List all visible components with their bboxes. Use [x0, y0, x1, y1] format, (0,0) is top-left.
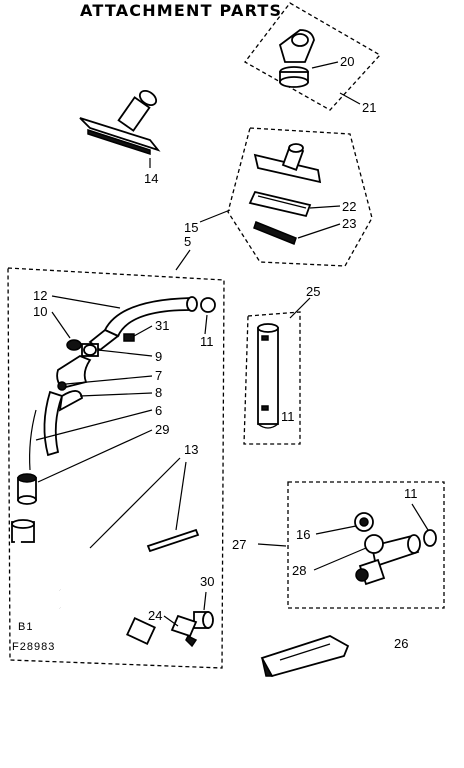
- callout-12: 12: [33, 288, 47, 303]
- part-29-cuff: [11, 519, 35, 543]
- part-7-latch: [57, 381, 67, 391]
- group-21-box: [244, 2, 382, 111]
- part-20-nozzle: [278, 29, 315, 88]
- drawing-code: F28983: [12, 641, 55, 653]
- callout-11b: 11: [281, 409, 295, 424]
- hose-front-line: [29, 409, 37, 471]
- part-13-crevice-tool: [146, 528, 200, 553]
- callout-11c: 11: [404, 486, 418, 501]
- part-10-button: [66, 339, 82, 351]
- part-13-hose: [14, 539, 156, 646]
- callout-20: 20: [340, 54, 354, 69]
- callout-8: 8: [155, 385, 162, 400]
- part-24-fitting: [170, 614, 198, 648]
- callout-28: 28: [292, 563, 306, 578]
- callout-22: 22: [342, 199, 356, 214]
- part-9-collar: [81, 343, 99, 357]
- part-16-valve-cap: [354, 512, 374, 532]
- part-12-curved-wand: [88, 296, 198, 352]
- callout-25: 25: [306, 284, 320, 299]
- group-15-box: [227, 127, 373, 267]
- group-25-box: [243, 311, 301, 445]
- part-22-bristle-pad: [248, 190, 312, 218]
- part-31-clip: [123, 333, 135, 342]
- callout-9: 9: [155, 349, 162, 364]
- part-11-ring-a: [200, 297, 216, 313]
- callout-29: 29: [155, 422, 169, 437]
- part-8-handle-grip: [43, 390, 83, 457]
- part-25-extension-wand: [257, 323, 279, 425]
- callout-23: 23: [342, 216, 356, 231]
- callout-16: 16: [296, 527, 310, 542]
- callout-15: 15: [184, 220, 198, 235]
- part-30-adapter: [193, 611, 214, 629]
- callout-26: 26: [394, 636, 408, 651]
- part-26-crevice-nozzle: [260, 635, 350, 678]
- part-6-coupling: [17, 473, 37, 505]
- callout-10: 10: [33, 304, 47, 319]
- callout-13: 13: [184, 442, 198, 457]
- callout-7: 7: [155, 368, 162, 383]
- callout-24: 24: [148, 608, 162, 623]
- group-code: B1: [18, 621, 33, 633]
- callout-5: 5: [184, 234, 191, 249]
- part-28-ball: [364, 534, 384, 554]
- callout-14: 14: [144, 171, 158, 186]
- callout-6: 6: [155, 403, 162, 418]
- group-27-box: [287, 481, 445, 609]
- part-15-upholstery-tool: [253, 143, 322, 184]
- group-5-box: [7, 267, 225, 669]
- callout-21: 21: [362, 100, 376, 115]
- callout-30: 30: [200, 574, 214, 589]
- diagram-title: ATTACHMENT PARTS: [80, 1, 282, 20]
- callout-27: 27: [232, 537, 246, 552]
- callout-31: 31: [155, 318, 169, 333]
- callout-11a: 11: [200, 334, 214, 349]
- part-14-floor-brush: [79, 89, 161, 156]
- part-11-ring-c: [423, 529, 437, 547]
- part-23-bristle-strip: [253, 221, 297, 245]
